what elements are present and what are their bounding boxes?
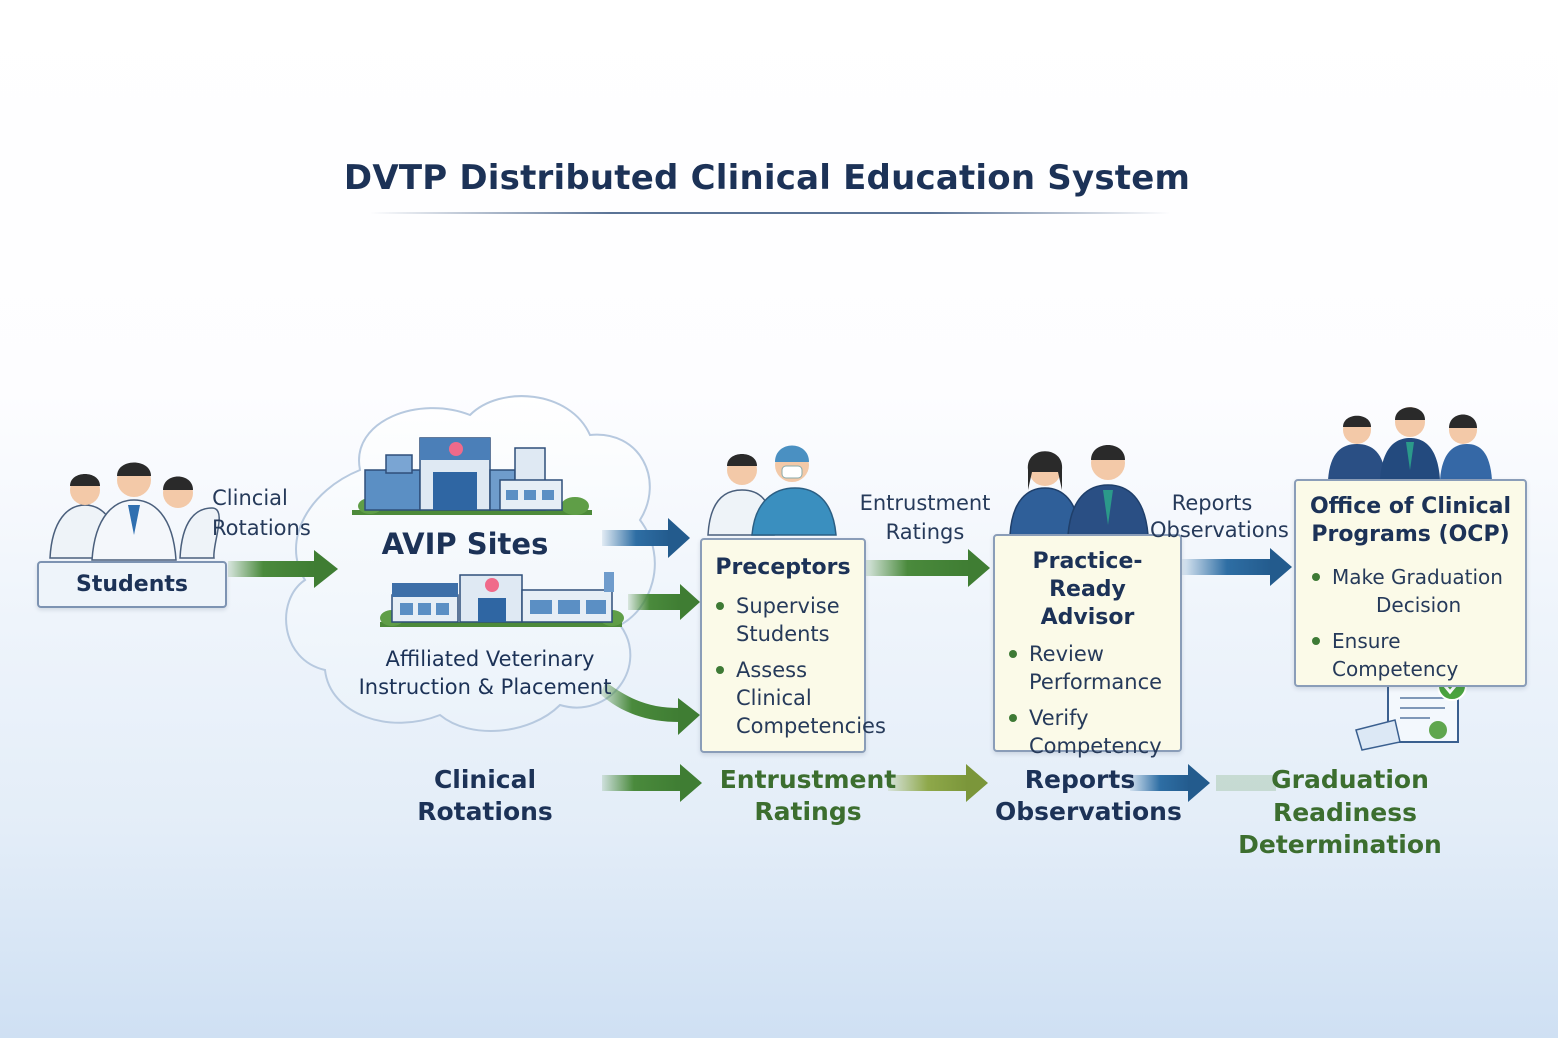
arrow-avip-to-preceptors-top — [602, 518, 690, 558]
preceptors-edge-label-1: Entrustment — [859, 491, 991, 515]
bullet-line: Students — [736, 622, 830, 646]
bullet-line: Review — [1029, 642, 1104, 666]
preceptors-bullet: Supervise Students — [710, 592, 864, 648]
flow-step-3-line-2: Observations — [995, 797, 1182, 826]
avip-subtitle-2: Instruction & Placement — [358, 675, 612, 699]
advisor-box: Practice-Ready Advisor Review Performanc… — [993, 534, 1182, 758]
bullet-line: Performance — [1029, 670, 1163, 694]
arrow-avip-to-preceptors-bottom — [600, 682, 700, 735]
flow-step-2-line-2: Ratings — [754, 797, 862, 826]
preceptors-people-icon — [707, 445, 837, 536]
preceptors-box: Preceptors Supervise Students Assess Cli… — [700, 538, 886, 753]
bullet-line: Make Graduation — [1332, 565, 1503, 589]
avip-building-icon-bottom — [380, 572, 624, 627]
students-edge-label-2: Rotations — [212, 516, 311, 540]
bullet-line: Competency — [1029, 734, 1162, 758]
bullet-line: Decision — [1376, 593, 1462, 617]
arrow-students-to-avip — [228, 550, 338, 588]
ocp-title-2: Programs (OCP) — [1311, 522, 1510, 547]
students-people-icon — [49, 462, 220, 561]
advisor-title-1: Practice-Ready — [1032, 549, 1143, 602]
bullet-line: Clinical — [736, 686, 812, 710]
bullet-line: Verify — [1029, 706, 1089, 730]
flow-step-4-line-1: Graduation — [1271, 765, 1429, 794]
flow-arrow-2 — [888, 764, 988, 802]
preceptors-bullet: Assess Clinical Competencies — [710, 656, 886, 740]
ocp-bullets: Make Graduation Decision Ensure Competen… — [1306, 563, 1525, 683]
ocp-title-1: Office of Clinical — [1309, 494, 1512, 519]
flow-step-4-line-2: Readiness — [1272, 798, 1418, 827]
flow-step-4-line-3: Determination — [1238, 830, 1442, 859]
title-divider — [370, 212, 1170, 214]
advisor-bullet: Review Performance — [1003, 640, 1180, 696]
flow-step-3-line-1: Reports — [1024, 765, 1136, 794]
arrow-advisor-to-ocp — [1182, 548, 1292, 586]
avip-subtitle-1: Affiliated Veterinary — [385, 647, 595, 671]
preceptors-edge-label-2: Ratings — [885, 520, 965, 544]
advisor-bullets: Review Performance Verify Competency — [1003, 640, 1180, 760]
advisor-people-icon — [1009, 445, 1149, 536]
advisor-title-2: Advisor — [1040, 605, 1135, 630]
diagram-title: DVTP Distributed Clinical Education Syst… — [343, 158, 1191, 198]
certificate-icon — [1355, 671, 1467, 751]
flow-arrow-3 — [1130, 764, 1210, 802]
ocp-bullet: Make Graduation Decision — [1306, 563, 1525, 619]
flow-step-1: Clinical Rotations — [417, 765, 553, 826]
flow-step-2-line-1: Entrustment — [719, 765, 897, 794]
advisor-edge-label-2: Observations — [1150, 518, 1289, 542]
bullet-line: Assess — [736, 658, 808, 682]
advisor-edge-label-1: Reports — [1171, 491, 1253, 515]
arrow-preceptors-to-advisor — [866, 549, 990, 587]
preceptors-title: Preceptors — [715, 555, 851, 580]
bullet-line: Ensure Competency — [1332, 629, 1459, 681]
flow-arrow-1 — [602, 764, 702, 802]
flow-arrow-4 — [1216, 775, 1276, 791]
avip-title: AVIP Sites — [381, 527, 549, 561]
ocp-box: Office of Clinical Programs (OCP) Make G… — [1294, 479, 1527, 687]
bullet-line: Supervise — [736, 594, 840, 618]
students-label: Students — [76, 572, 188, 597]
avip-building-icon-top — [352, 437, 592, 515]
preceptors-bullets: Supervise Students Assess Clinical Compe… — [710, 592, 886, 740]
advisor-bullet: Verify Competency — [1003, 704, 1180, 760]
students-edge-label-1: Clincial — [212, 486, 288, 510]
ocp-people-icon — [1328, 407, 1492, 480]
bullet-line: Competencies — [736, 714, 886, 738]
arrow-avip-to-preceptors-middle — [628, 584, 700, 620]
students-box: Students — [37, 561, 227, 608]
ocp-bullet: Ensure Competency — [1306, 627, 1525, 683]
